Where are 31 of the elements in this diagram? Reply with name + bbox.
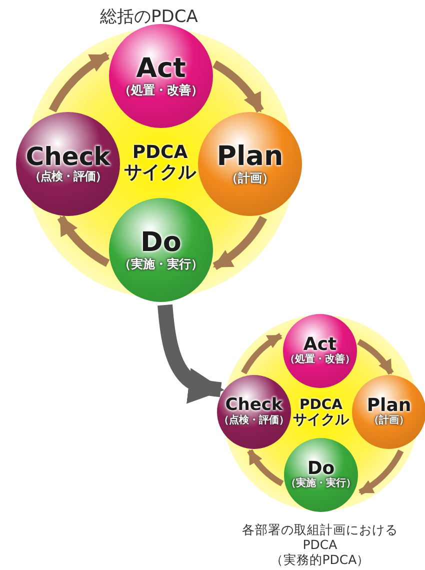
phase-description: （実施・実行） [286,478,356,490]
phase-name: Do [307,460,335,478]
cycle-arrow [241,333,282,374]
phase-name: Act [303,336,337,354]
phase-description: （処置・改善） [119,82,203,98]
cycle-arrow [48,52,110,113]
phase-name: Do [140,228,182,257]
cycle-label: サイクル [293,413,349,428]
cycle-caption: （実務的PDCA） [270,552,370,569]
cycle-arrow [357,339,394,375]
phase-name: Plan [366,396,412,416]
cycle-arrow [57,215,110,267]
phase-name: Plan [216,142,284,171]
phase-description: （処置・改善） [285,354,355,366]
phase-description: （点検・評価） [30,170,106,184]
cycle-arrow [158,304,224,404]
phase-description: （計画） [369,415,409,428]
phase-description: （実施・実行） [119,256,203,272]
diagram-title: 総括のPDCA [100,6,198,28]
phase-name: Act [136,54,186,83]
phase-description: （点検・評価） [219,414,289,427]
cycle-arrow [358,449,404,495]
cycle-arrow [212,60,264,113]
cycle-caption: PDCA [302,537,338,552]
cycle-label: PDCA [300,398,342,413]
cycle-label: サイクル [124,163,196,183]
cycle-arrow [212,216,267,270]
cycle-label: PDCA [132,143,188,163]
cycle-arrow [247,449,284,486]
cycle-caption: 各部署の取組計画における [242,522,398,539]
phase-description: （計画） [226,170,274,186]
